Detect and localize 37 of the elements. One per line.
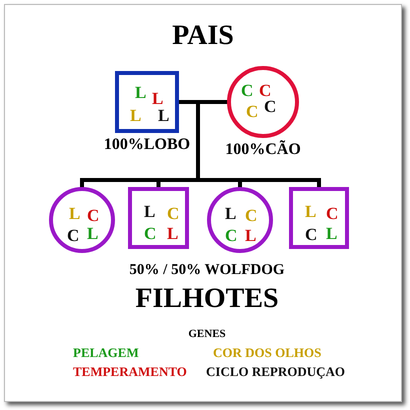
gene-letter: L <box>135 84 146 101</box>
gene-letter: C <box>305 226 318 243</box>
gene-letter: L <box>225 205 236 222</box>
gene-letter: C <box>87 207 100 224</box>
legend-text: COR DOS OLHOS <box>213 345 322 361</box>
ratio-label: 50% / 50% WOLFDOG <box>129 262 285 279</box>
gene-letter: L <box>87 225 98 242</box>
gene-letter: C <box>264 98 276 115</box>
gene-letter: C <box>144 225 156 242</box>
gene-letter: L <box>167 225 178 242</box>
gene-letter: C <box>326 205 338 222</box>
gene-letter: L <box>326 225 338 242</box>
gene-letter: L <box>144 203 156 220</box>
gene-letter: L <box>245 227 256 244</box>
gene-letter: L <box>305 203 316 220</box>
gene-letter: C <box>245 207 258 224</box>
legend-text: PELAGEM <box>73 345 139 361</box>
title: PAIS <box>172 20 234 52</box>
legend-text: TEMPERAMENTO <box>73 364 187 380</box>
group-title: FILHOTES <box>135 283 279 315</box>
gene-letter: L <box>130 107 142 124</box>
gene-letter: L <box>69 205 80 222</box>
gene-letter: C <box>246 103 258 120</box>
pedigree-square <box>115 71 179 133</box>
gene-letter: C <box>67 227 80 244</box>
legend-title: GENES <box>188 328 226 340</box>
percentage-label: 100%LOBO <box>104 136 190 154</box>
gene-letter: C <box>241 82 254 99</box>
gene-letter: L <box>158 107 170 124</box>
legend-text: CICLO REPRODUÇAO <box>206 364 346 380</box>
percentage-label: 100%CÃO <box>225 141 301 159</box>
gene-letter: C <box>167 205 180 222</box>
pedigree-square <box>289 187 349 249</box>
gene-letter: C <box>225 227 238 244</box>
gene-letter: C <box>259 82 272 99</box>
pedigree-square <box>128 187 189 249</box>
gene-letter: L <box>152 90 164 107</box>
